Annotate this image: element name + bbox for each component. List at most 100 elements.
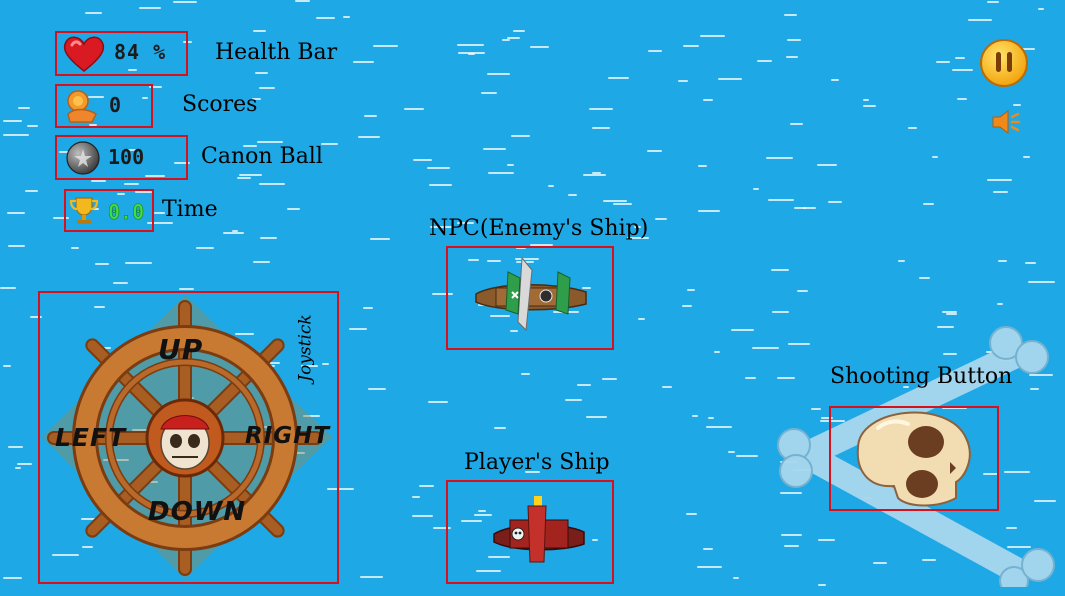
water-streak xyxy=(736,455,758,457)
water-streak xyxy=(412,515,433,517)
water-streak xyxy=(474,514,492,516)
water-streak xyxy=(154,212,165,214)
water-streak xyxy=(638,318,645,320)
water-streak xyxy=(428,401,448,403)
water-streak xyxy=(794,207,806,209)
joystick[interactable] xyxy=(42,295,334,581)
water-streak xyxy=(343,16,350,18)
water-streak xyxy=(494,427,506,429)
water-streak xyxy=(259,183,285,185)
water-streak xyxy=(936,61,950,63)
water-streak xyxy=(142,97,148,99)
water-streak xyxy=(803,207,816,209)
water-streak xyxy=(903,386,909,388)
water-streak xyxy=(53,217,69,219)
water-streak xyxy=(592,172,601,174)
water-streak xyxy=(586,416,607,418)
water-streak xyxy=(873,562,887,564)
water-streak xyxy=(95,263,109,265)
water-streak xyxy=(430,226,453,228)
water-streak xyxy=(113,282,128,284)
joystick-up-label[interactable]: UP xyxy=(158,333,204,366)
water-streak xyxy=(457,44,484,46)
water-streak xyxy=(252,98,261,100)
water-streak xyxy=(627,237,649,239)
water-streak xyxy=(510,330,518,332)
water-streak xyxy=(8,446,23,448)
water-streak xyxy=(89,124,97,126)
water-streak xyxy=(259,87,275,89)
water-streak xyxy=(718,78,742,80)
water-streak xyxy=(955,57,965,59)
joystick-down-label[interactable]: DOWN xyxy=(148,497,247,527)
enemy-ship[interactable] xyxy=(466,252,596,344)
water-streak xyxy=(7,212,25,214)
health-bar-label: Health Bar xyxy=(215,40,338,65)
water-streak xyxy=(321,143,338,145)
skull-icon[interactable] xyxy=(838,398,978,510)
water-streak xyxy=(592,127,610,129)
health-value: 84 % xyxy=(114,40,167,64)
speaker-icon[interactable] xyxy=(990,108,1022,136)
water-streak xyxy=(3,134,29,136)
water-streak xyxy=(516,247,526,249)
trophy-icon xyxy=(69,197,99,224)
water-streak xyxy=(488,556,510,558)
water-streak xyxy=(648,50,662,52)
water-streak xyxy=(468,259,479,261)
water-streak xyxy=(237,177,251,179)
water-streak xyxy=(682,305,692,307)
water-streak xyxy=(548,185,554,187)
water-streak xyxy=(260,237,277,239)
water-streak xyxy=(942,311,957,313)
water-streak xyxy=(255,72,268,74)
time-label: Time xyxy=(162,197,218,222)
water-streak xyxy=(265,362,280,364)
player-ship-label: Player's Ship xyxy=(464,450,610,475)
water-streak xyxy=(125,262,152,264)
water-streak xyxy=(698,165,707,167)
water-streak xyxy=(700,35,725,37)
water-streak xyxy=(919,277,930,279)
water-streak xyxy=(3,120,22,122)
water-streak xyxy=(968,19,992,21)
water-streak xyxy=(655,218,667,220)
water-streak xyxy=(124,183,139,185)
cannon-ball-box xyxy=(55,135,188,180)
joystick-left-label[interactable]: LEFT xyxy=(55,423,127,452)
water-streak xyxy=(3,365,11,367)
water-streak xyxy=(952,69,973,71)
water-streak xyxy=(253,30,266,32)
water-streak xyxy=(433,527,451,529)
water-streak xyxy=(363,307,373,309)
player-ship[interactable] xyxy=(488,490,588,578)
water-streak xyxy=(863,99,869,101)
water-streak xyxy=(820,420,845,422)
water-streak xyxy=(987,1,999,3)
water-streak xyxy=(223,232,244,234)
water-streak xyxy=(863,105,876,107)
water-streak xyxy=(784,14,797,16)
water-streak xyxy=(174,162,190,164)
water-streak xyxy=(135,191,152,193)
water-streak xyxy=(432,293,453,295)
water-streak xyxy=(128,69,137,71)
water-streak xyxy=(766,157,793,159)
water-streak xyxy=(697,566,722,568)
water-streak xyxy=(1023,156,1030,158)
water-streak xyxy=(358,136,380,138)
water-streak xyxy=(487,260,501,262)
cannonball-icon xyxy=(66,141,100,175)
water-streak xyxy=(922,559,936,561)
water-streak xyxy=(818,539,835,541)
joystick-right-label[interactable]: RIGHT xyxy=(245,423,331,449)
water-streak xyxy=(117,193,125,195)
water-streak xyxy=(678,80,688,82)
cannon-ball-value: 100 xyxy=(108,145,145,169)
pause-icon[interactable] xyxy=(979,38,1029,88)
water-streak xyxy=(483,148,506,150)
water-streak xyxy=(253,261,270,263)
water-streak xyxy=(0,287,16,289)
water-streak xyxy=(686,513,697,515)
